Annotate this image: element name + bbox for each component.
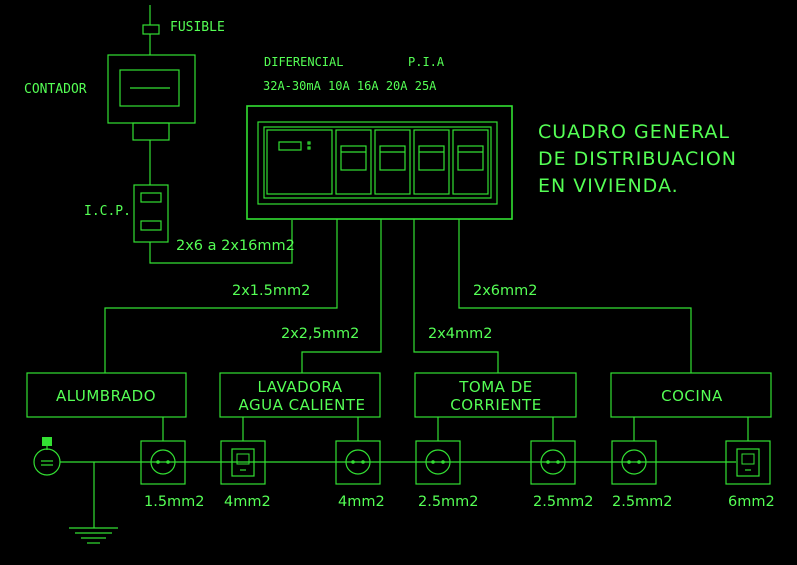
circuit-alumbrado-label: ALUMBRADO [56, 387, 156, 405]
fusible-label: FUSIBLE [170, 20, 225, 35]
ratings-label: 32A-30mA 10A 16A 20A 25A [263, 79, 437, 93]
fuse-symbol [142, 5, 160, 55]
lamp-icon [33, 437, 61, 476]
distribution-panel [246, 105, 513, 220]
outlet-socket-6 [611, 417, 657, 485]
icp-symbol [133, 184, 293, 264]
cable-lavadora-label: 2x2,5mm2 [281, 326, 359, 342]
outlet-switch-2 [220, 417, 266, 485]
branch-wiring [104, 219, 692, 373]
circuit-alumbrado: ALUMBRADO [26, 372, 187, 418]
contador-label: CONTADOR [24, 82, 87, 97]
circuit-cocina: COCINA [610, 372, 772, 418]
meter-symbol [107, 54, 196, 185]
pia-breaker-25a [452, 129, 489, 195]
diferencial-label: DIFERENCIAL [264, 55, 343, 69]
outlet-label-2: 4mm2 [224, 494, 271, 510]
differential-breaker [266, 129, 333, 195]
circuit-lavadora-label-2: AGUA CALIENTE [239, 396, 366, 414]
title-line-1: CUADRO GENERAL [538, 121, 730, 143]
outlet-label-6: 2.5mm2 [612, 494, 673, 510]
circuit-lavadora-label-1: LAVADORA [258, 378, 343, 396]
icp-label: I.C.P. [84, 204, 131, 219]
circuit-toma-label-1: TOMA DE [458, 378, 532, 396]
title-line-2: DE DISTRIBUACION [538, 148, 737, 170]
ground-icon [69, 462, 118, 544]
circuit-lavadora: LAVADORA AGUA CALIENTE [219, 372, 381, 418]
outlet-label-4: 2.5mm2 [418, 494, 479, 510]
outlet-label-5: 2.5mm2 [533, 494, 594, 510]
cable-toma-label: 2x4mm2 [428, 326, 493, 342]
outlet-socket-4 [415, 417, 461, 485]
circuit-cocina-label: COCINA [661, 387, 723, 405]
outlet-switch-7 [725, 417, 771, 485]
outlet-socket-1 [140, 417, 186, 485]
title-line-3: EN VIVIENDA. [538, 175, 679, 197]
pia-breaker-10a [335, 129, 372, 195]
outlet-label-7: 6mm2 [728, 494, 775, 510]
circuit-toma-label-2: CORRIENTE [450, 396, 541, 414]
pia-breaker-16a [374, 129, 411, 195]
circuit-toma: TOMA DE CORRIENTE [414, 372, 577, 418]
pia-breaker-20a [413, 129, 450, 195]
main-cable-label: 2x6 a 2x16mm2 [176, 238, 295, 254]
outlet-socket-3 [335, 417, 381, 485]
outlet-label-3: 4mm2 [338, 494, 385, 510]
outlet-socket-5 [530, 417, 576, 485]
outlet-label-1: 1.5mm2 [144, 494, 205, 510]
cable-alumbrado-label: 2x1.5mm2 [232, 283, 310, 299]
pia-label: P.I.A [408, 55, 445, 69]
cable-cocina-label: 2x6mm2 [473, 283, 538, 299]
